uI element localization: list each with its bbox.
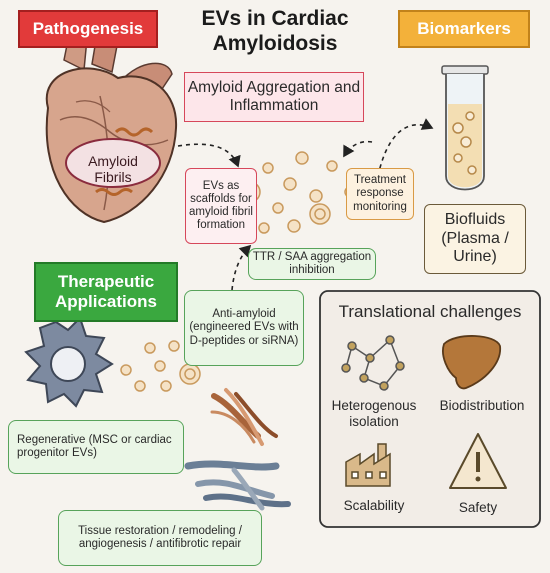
biomarkers-banner: Biomarkers	[398, 10, 530, 48]
heart-icon	[45, 27, 178, 224]
figure-title: EVs in Cardiac Amyloidosis	[172, 6, 378, 56]
factory-icon	[345, 443, 391, 487]
challenge-safety: Safety	[458, 500, 498, 515]
challenges-title: Translational challenges	[338, 302, 522, 321]
scaffold-note: EVs as scaffolds for amyloid fibril form…	[185, 168, 257, 244]
amyloid-fibrils-label: Amyloid Fibrils	[88, 153, 138, 186]
ttr-note: TTR / SAA aggregation inhibition	[248, 248, 376, 280]
pathogenesis-banner: Pathogenesis	[18, 10, 158, 48]
therapeutic-vesicles	[120, 340, 201, 392]
challenge-biodistribution: Biodistribution	[439, 398, 525, 413]
regenerative-note: Regenerative (MSC or cardiac progenitor …	[8, 420, 184, 474]
aggregation-box: Amyloid Aggregation and Inflammation	[184, 72, 364, 122]
warning-icon	[449, 433, 507, 489]
mesenchymal-cell-icon	[24, 316, 114, 408]
flow-arrows	[177, 118, 434, 291]
tissue-fibers-icon	[184, 460, 291, 511]
title-line-2: Amyloidosis	[212, 32, 338, 56]
therapeutic-banner: Therapeutic Applications	[34, 262, 178, 322]
amyloid-fibrils-ellipse	[65, 138, 161, 188]
biofluids-label: Biofluids (Plasma / Urine)	[424, 204, 526, 274]
title-line-1: EVs in Cardiac	[201, 7, 349, 30]
tissue-restoration-note: Tissue restoration / remodeling / angiog…	[58, 510, 262, 566]
fibrils-icon	[210, 388, 278, 446]
network-icon	[341, 335, 405, 391]
challenge-heterogenous-isolation: Heterogenous isolation	[331, 398, 417, 429]
monitoring-note: Treatment response monitoring	[346, 168, 414, 220]
challenge-scalability: Scalability	[343, 498, 405, 513]
liver-icon	[442, 335, 501, 390]
anti-amyloid-note: Anti-amyloid (engineered EVs with D-pept…	[184, 290, 304, 366]
test-tube-icon	[441, 65, 489, 191]
extracellular-vesicles	[239, 151, 356, 234]
